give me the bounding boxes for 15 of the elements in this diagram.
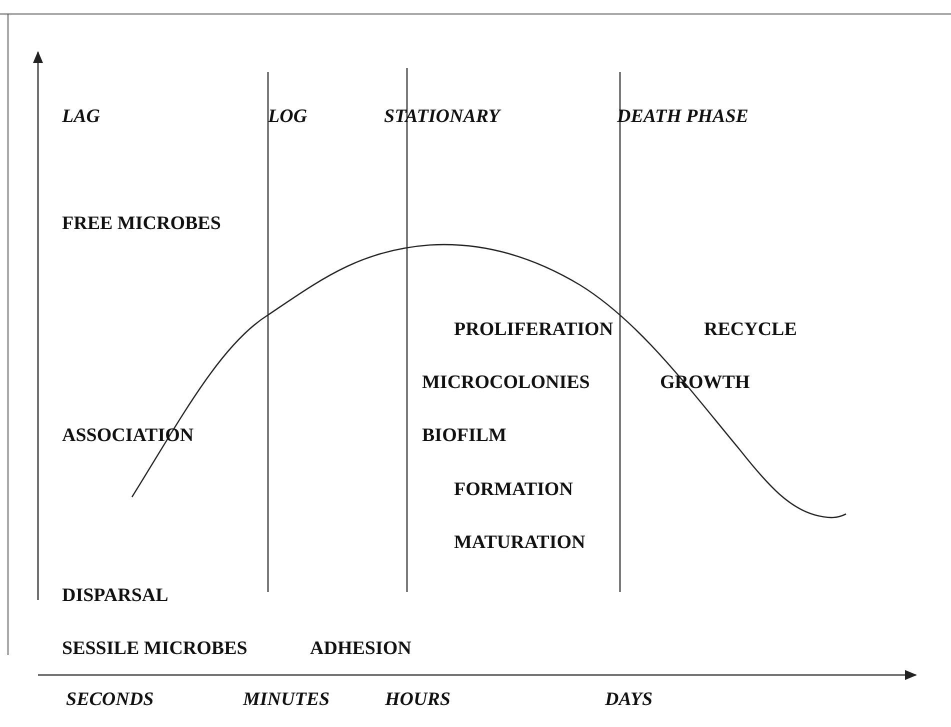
time-label: DAYS bbox=[605, 689, 653, 711]
stage-label: SESSILE MICROBES bbox=[62, 638, 248, 660]
stage-label: MATURATION bbox=[454, 532, 586, 554]
time-label: SECONDS bbox=[66, 689, 154, 711]
stage-label: DISPARSAL bbox=[62, 585, 168, 607]
time-label: MINUTES bbox=[243, 689, 330, 711]
stage-label: FREE MICROBES bbox=[62, 213, 221, 235]
stage-label: MICROCOLONIES bbox=[422, 372, 590, 394]
time-label: HOURS bbox=[385, 689, 450, 711]
stage-label: BIOFILM bbox=[422, 425, 506, 447]
phase-label: LAG bbox=[62, 106, 100, 128]
stage-label: RECYCLE bbox=[704, 319, 797, 341]
stage-label: FORMATION bbox=[454, 479, 573, 501]
stage-label: PROLIFERATION bbox=[454, 319, 614, 341]
stage-label: ADHESION bbox=[310, 638, 412, 660]
